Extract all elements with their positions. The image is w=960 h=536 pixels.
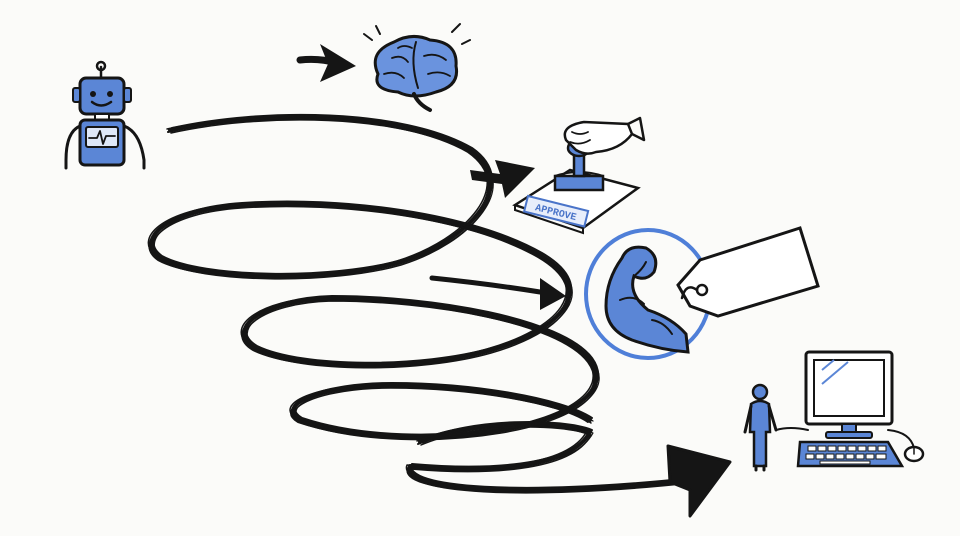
person-icon: [743, 383, 809, 472]
spiral-stroke: [405, 422, 688, 490]
arrowhead-to-computer: [666, 444, 732, 518]
arrowhead-to-stamp: [470, 160, 535, 198]
spiral-stroke: [147, 115, 594, 437]
spiral-path: [147, 113, 694, 494]
spiral-stroke: [151, 119, 598, 441]
blank-tag-icon: [676, 226, 820, 318]
arrow-to-brain: [296, 44, 356, 82]
arrowhead-to-strength: [429, 275, 566, 310]
spiral-stroke: [409, 426, 692, 494]
approve-stamp-icon: APPROVE: [512, 116, 646, 235]
spiral-stroke: [406, 424, 689, 493]
brain-icon: [363, 23, 471, 112]
strength-badge: [584, 226, 820, 360]
robot-icon: [64, 60, 146, 170]
spiral-stroke: [410, 420, 693, 489]
spiral-stroke: [411, 424, 694, 492]
spiral-stroke: [153, 117, 600, 439]
flexed-arm-icon: [604, 245, 690, 354]
spiral-stroke: [407, 421, 692, 492]
desktop-computer-icon: [796, 350, 925, 468]
